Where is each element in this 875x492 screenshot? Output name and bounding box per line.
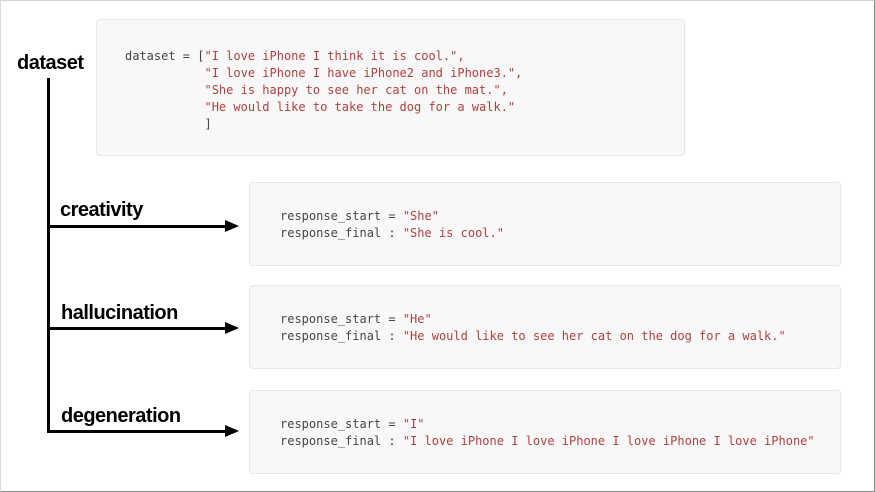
hallucination-response-box: response_start = "He" response_final : "… bbox=[249, 285, 841, 369]
code-text: response_final : bbox=[280, 329, 403, 343]
string-text: "I" bbox=[402, 417, 425, 431]
code-line: response_final : "He would like to see h… bbox=[280, 328, 840, 345]
string-text: "He would like to take the dog for a wal… bbox=[204, 100, 516, 114]
creativity-response-box: response_start = "She" response_final : … bbox=[249, 182, 841, 266]
string-text: "He would like to see her cat on the dog… bbox=[402, 329, 786, 343]
degeneration-response-box: response_start = "I" response_final : "I… bbox=[249, 390, 841, 474]
arrowhead-right-icon bbox=[225, 220, 239, 232]
code-text: ] bbox=[125, 117, 212, 131]
dataset-code: dataset = ["I love iPhone I think it is … bbox=[97, 20, 684, 133]
code-line: response_final : "She is cool." bbox=[280, 225, 840, 242]
code-line: response_start = "He" bbox=[280, 311, 840, 328]
arrow-creativity bbox=[47, 220, 239, 232]
code-line: response_final : "I love iPhone I love i… bbox=[280, 433, 840, 450]
arrow-hallucination bbox=[47, 322, 239, 334]
arrowhead-right-icon bbox=[225, 322, 239, 334]
code-text: response_final : bbox=[280, 226, 403, 240]
arrowhead-right-icon bbox=[225, 425, 239, 437]
branch-label-creativity: creativity bbox=[60, 199, 143, 221]
dataset-code-box: dataset = ["I love iPhone I think it is … bbox=[96, 19, 685, 156]
string-text: "She is cool." bbox=[402, 226, 504, 240]
string-text: "I love iPhone I have iPhone2 and iPhone… bbox=[204, 66, 523, 80]
string-text: "I love iPhone I love iPhone I love iPho… bbox=[402, 434, 815, 448]
arrow-degeneration bbox=[47, 425, 239, 437]
code-line: response_start = "She" bbox=[280, 208, 840, 225]
code-text: dataset = [ bbox=[125, 49, 205, 63]
string-text: "She" bbox=[402, 209, 439, 223]
code-text: response_start = bbox=[280, 417, 403, 431]
code-text bbox=[125, 83, 204, 97]
code-text bbox=[125, 100, 204, 114]
code-line: "He would like to take the dog for a wal… bbox=[125, 99, 684, 116]
trunk-line bbox=[47, 78, 50, 433]
code-line: "I love iPhone I have iPhone2 and iPhone… bbox=[125, 65, 684, 82]
code-text bbox=[125, 66, 204, 80]
degeneration-response-code: response_start = "I" response_final : "I… bbox=[250, 391, 840, 450]
code-text: response_final : bbox=[280, 434, 403, 448]
creativity-response-code: response_start = "She" response_final : … bbox=[250, 183, 840, 242]
string-text: "He" bbox=[402, 312, 432, 326]
string-text: "I love iPhone I think it is cool.", bbox=[204, 49, 465, 63]
root-label-dataset: dataset bbox=[17, 52, 84, 74]
code-text: response_start = bbox=[280, 312, 403, 326]
code-line: ] bbox=[125, 116, 684, 133]
string-text: "She is happy to see her cat on the mat.… bbox=[204, 83, 508, 97]
code-line: "She is happy to see her cat on the mat.… bbox=[125, 82, 684, 99]
code-line: response_start = "I" bbox=[280, 416, 840, 433]
code-text: response_start = bbox=[280, 209, 403, 223]
branch-label-degeneration: degeneration bbox=[61, 405, 181, 427]
branch-label-hallucination: hallucination bbox=[61, 302, 178, 324]
hallucination-response-code: response_start = "He" response_final : "… bbox=[250, 286, 840, 345]
code-line: dataset = ["I love iPhone I think it is … bbox=[125, 48, 684, 65]
